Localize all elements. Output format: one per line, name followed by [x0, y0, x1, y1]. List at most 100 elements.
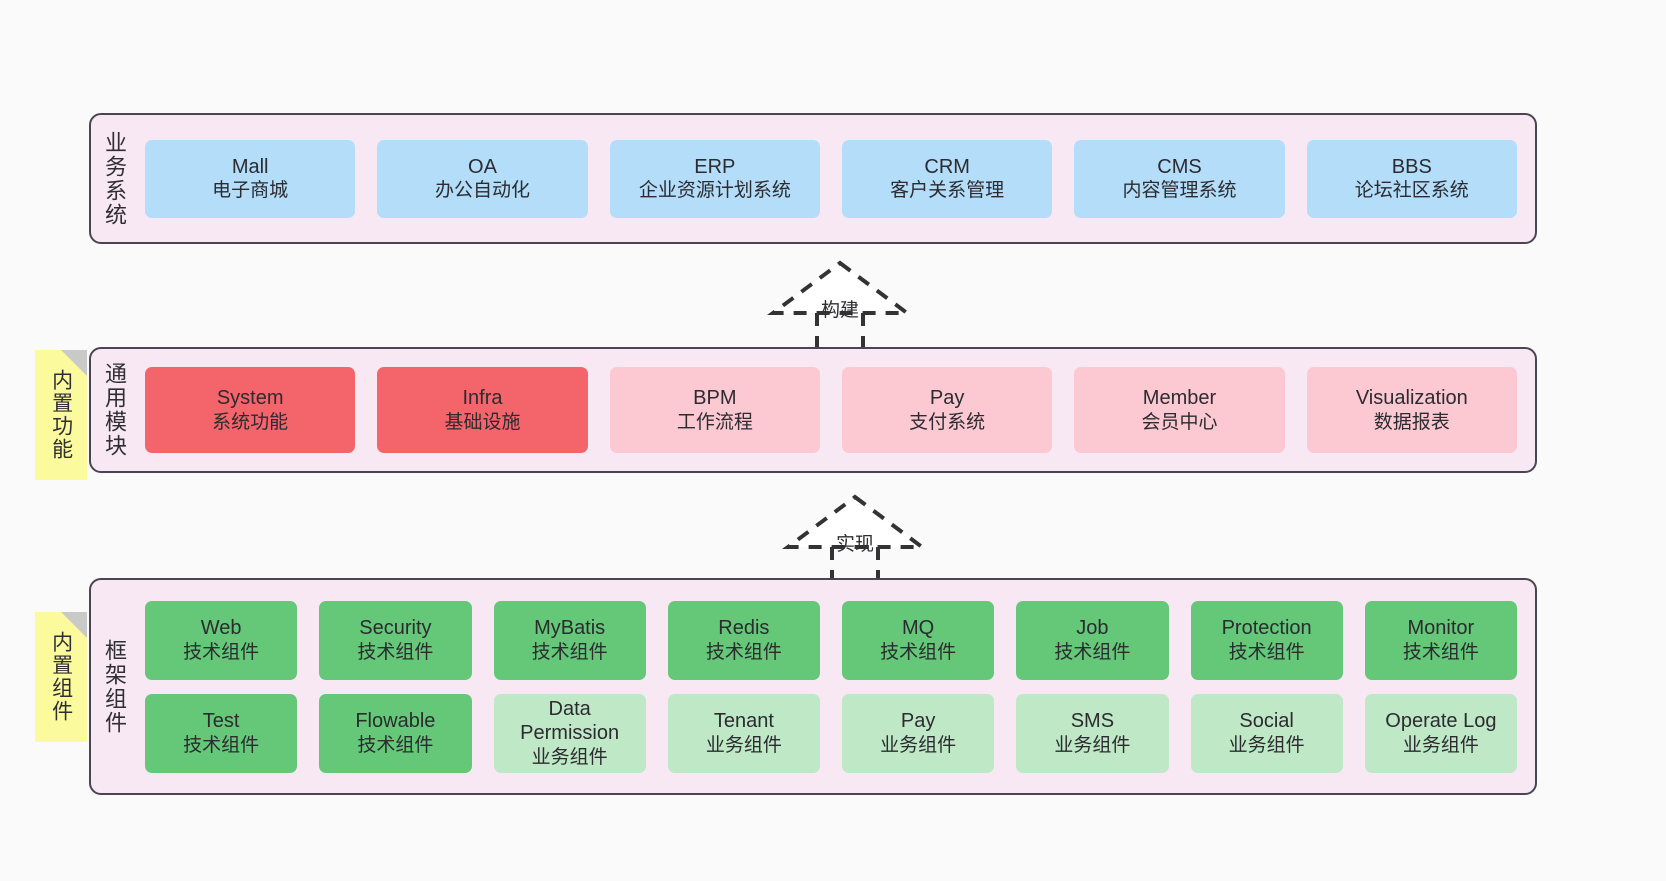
- sticky-note-builtin-component: 内置组件: [35, 612, 87, 742]
- node-visualization-subtitle: 数据报表: [1373, 411, 1450, 433]
- node-visualization-title: Visualization: [1355, 387, 1468, 410]
- node-security-title: Security: [359, 617, 432, 640]
- node-test-title: Test: [202, 710, 240, 733]
- node-bpm[interactable]: BPM 工作流程: [609, 367, 820, 453]
- node-system[interactable]: System 系统功能: [145, 367, 356, 453]
- layer-common-modules-title: 通用模块: [101, 362, 127, 458]
- node-web-title: Web: [200, 617, 242, 640]
- node-oa-title: OA: [468, 155, 497, 178]
- layer-framework-components-body: Web 技术组件 Security 技术组件 MyBatis 技术组件 Redi…: [137, 580, 1535, 793]
- node-crm[interactable]: CRM 客户关系管理: [841, 139, 1053, 218]
- node-mq[interactable]: MQ 技术组件: [842, 600, 995, 680]
- node-crm-title: CRM: [924, 155, 970, 178]
- module-row-1: System 系统功能 Infra 基础设施 BPM 工作流程 Pay 支付系统…: [145, 367, 1517, 453]
- node-mall-title: Mall: [231, 155, 269, 178]
- node-infra-subtitle: 基础设施: [444, 411, 521, 433]
- node-operate-log[interactable]: Operate Log 业务组件: [1364, 693, 1517, 773]
- node-pay-module-subtitle: 支付系统: [909, 411, 986, 433]
- note-fold-corner-icon: [61, 350, 87, 376]
- node-bpm-title: BPM: [693, 387, 737, 410]
- node-job-subtitle: 技术组件: [1054, 641, 1131, 663]
- node-erp-title: ERP: [694, 155, 736, 178]
- node-social-subtitle: 业务组件: [1228, 734, 1305, 756]
- node-test[interactable]: Test 技术组件: [145, 693, 298, 773]
- node-tenant-title: Tenant: [713, 710, 774, 733]
- node-data-permission[interactable]: Data Permission 业务组件: [493, 693, 646, 773]
- node-tenant-subtitle: 业务组件: [705, 734, 782, 756]
- node-tenant[interactable]: Tenant 业务组件: [667, 693, 820, 773]
- node-sms-subtitle: 业务组件: [1054, 734, 1131, 756]
- node-redis-title: Redis: [718, 617, 770, 640]
- sticky-note-builtin-function: 内置功能: [35, 350, 87, 480]
- node-pay-component[interactable]: Pay 业务组件: [842, 693, 995, 773]
- node-pay-component-subtitle: 业务组件: [880, 734, 957, 756]
- framework-row-1: Web 技术组件 Security 技术组件 MyBatis 技术组件 Redi…: [145, 600, 1517, 680]
- node-visualization[interactable]: Visualization 数据报表: [1306, 367, 1517, 453]
- connector-build-label: 构建: [820, 300, 860, 321]
- node-flowable-subtitle: 技术组件: [357, 734, 434, 756]
- node-mq-title: MQ: [902, 617, 935, 640]
- node-data-permission-subtitle: 业务组件: [531, 746, 608, 768]
- node-member[interactable]: Member 会员中心: [1074, 367, 1285, 453]
- node-sms[interactable]: SMS 业务组件: [1016, 693, 1169, 773]
- node-cms[interactable]: CMS 内容管理系统: [1074, 139, 1285, 218]
- layer-business-systems: 业务系统 Mall 电子商城 OA 办公自动化 ERP 企业资源计划系统 CRM…: [89, 113, 1537, 244]
- node-erp-subtitle: 企业资源计划系统: [638, 180, 791, 202]
- node-security-subtitle: 技术组件: [357, 641, 434, 663]
- node-erp[interactable]: ERP 企业资源计划系统: [609, 139, 820, 218]
- node-data-permission-title: Data Permission: [520, 698, 620, 745]
- node-social[interactable]: Social 业务组件: [1190, 693, 1343, 773]
- business-row-1: Mall 电子商城 OA 办公自动化 ERP 企业资源计划系统 CRM 客户关系…: [145, 139, 1517, 218]
- node-system-subtitle: 系统功能: [212, 411, 289, 433]
- node-bbs-subtitle: 论坛社区系统: [1354, 180, 1469, 202]
- node-operate-log-title: Operate Log: [1385, 710, 1497, 733]
- framework-row-2: Test 技术组件 Flowable 技术组件 Data Permission …: [145, 693, 1517, 773]
- layer-common-modules: 通用模块 System 系统功能 Infra 基础设施 BPM 工作流程 Pay…: [89, 347, 1537, 473]
- node-web-subtitle: 技术组件: [183, 641, 260, 663]
- node-bbs[interactable]: BBS 论坛社区系统: [1306, 139, 1517, 218]
- node-mall[interactable]: Mall 电子商城: [145, 139, 356, 218]
- node-bbs-title: BBS: [1391, 155, 1432, 178]
- sticky-note-builtin-component-label: 内置组件: [49, 631, 73, 723]
- node-mall-subtitle: 电子商城: [212, 180, 289, 202]
- connector-implement: 实现: [770, 489, 940, 585]
- node-redis[interactable]: Redis 技术组件: [667, 600, 820, 680]
- node-social-title: Social: [1239, 710, 1294, 733]
- note-fold-corner-icon: [61, 612, 87, 638]
- node-job[interactable]: Job 技术组件: [1016, 600, 1169, 680]
- node-pay-module[interactable]: Pay 支付系统: [841, 367, 1053, 453]
- node-bpm-subtitle: 工作流程: [676, 411, 753, 433]
- node-monitor-title: Monitor: [1407, 617, 1475, 640]
- node-infra[interactable]: Infra 基础设施: [377, 367, 588, 453]
- node-oa[interactable]: OA 办公自动化: [377, 139, 588, 218]
- node-monitor-subtitle: 技术组件: [1402, 641, 1479, 663]
- node-web[interactable]: Web 技术组件: [145, 600, 298, 680]
- layer-framework-components-title: 框架组件: [101, 638, 127, 735]
- node-crm-subtitle: 客户关系管理: [890, 180, 1005, 202]
- connector-implement-label: 实现: [835, 534, 875, 555]
- node-cms-title: CMS: [1157, 155, 1202, 178]
- node-member-title: Member: [1142, 387, 1217, 410]
- node-system-title: System: [216, 387, 284, 410]
- node-job-title: Job: [1076, 617, 1109, 640]
- node-security[interactable]: Security 技术组件: [319, 600, 472, 680]
- node-pay-module-title: Pay: [929, 387, 965, 410]
- layer-business-systems-title: 业务系统: [101, 130, 127, 227]
- node-pay-component-title: Pay: [900, 710, 936, 733]
- node-mybatis-title: MyBatis: [534, 617, 606, 640]
- layer-framework-components: 框架组件 Web 技术组件 Security 技术组件 MyBatis 技术组件…: [89, 578, 1537, 795]
- connector-build: 构建: [755, 255, 925, 351]
- node-operate-log-subtitle: 业务组件: [1402, 734, 1479, 756]
- node-mybatis-subtitle: 技术组件: [531, 641, 608, 663]
- node-cms-subtitle: 内容管理系统: [1122, 180, 1237, 202]
- node-protection-subtitle: 技术组件: [1228, 641, 1305, 663]
- layer-common-modules-body: System 系统功能 Infra 基础设施 BPM 工作流程 Pay 支付系统…: [137, 349, 1535, 471]
- node-mybatis[interactable]: MyBatis 技术组件: [493, 600, 646, 680]
- node-protection-title: Protection: [1221, 617, 1312, 640]
- node-monitor[interactable]: Monitor 技术组件: [1364, 600, 1517, 680]
- node-flowable[interactable]: Flowable 技术组件: [319, 693, 472, 773]
- node-redis-subtitle: 技术组件: [705, 641, 782, 663]
- node-oa-subtitle: 办公自动化: [434, 180, 530, 202]
- node-protection[interactable]: Protection 技术组件: [1190, 600, 1343, 680]
- sticky-note-builtin-function-label: 内置功能: [49, 369, 73, 461]
